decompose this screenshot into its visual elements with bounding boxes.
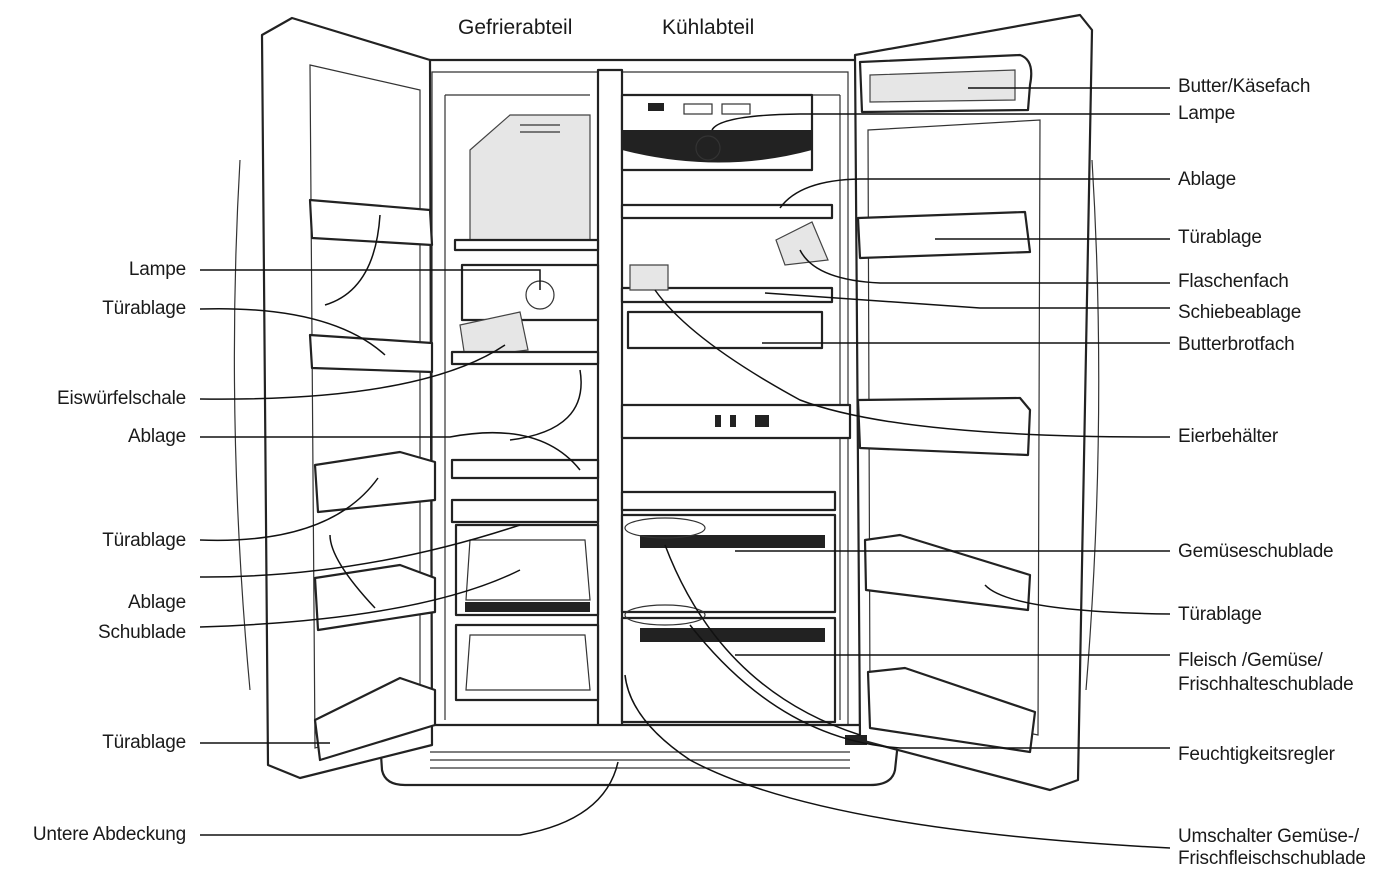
- freezer-door: [233, 16, 437, 780]
- label-umschalter-line2: Frischfleischschublade: [1178, 848, 1366, 869]
- label-lampe-right: Lampe: [1178, 103, 1236, 124]
- label-fleisch-line2: Frischhalteschublade: [1178, 674, 1354, 695]
- label-eiswuerfelschale: Eiswürfelschale: [57, 388, 186, 409]
- label-tuerablage-left-3: Türablage: [102, 732, 186, 753]
- label-ablage-left-1: Ablage: [128, 426, 186, 447]
- leader-lines-left: [199, 214, 619, 836]
- leader-lines-right: [624, 87, 1171, 849]
- label-flaschenfach: Flaschenfach: [1178, 271, 1289, 292]
- label-schublade: Schublade: [98, 622, 186, 643]
- freezer-compartment-heading: Gefrierabteil: [458, 16, 573, 39]
- label-eierbehaelter: Eierbehälter: [1178, 426, 1279, 447]
- fridge-interior: [620, 93, 867, 745]
- label-tuerablage-left-1: Türablage: [102, 298, 186, 319]
- fridge-compartment-heading: Kühlabteil: [662, 16, 755, 39]
- label-umschalter-line1: Umschalter Gemüse-/: [1178, 826, 1359, 847]
- label-feuchtigkeitsregler: Feuchtigkeitsregler: [1178, 744, 1335, 765]
- label-ablage-right: Ablage: [1178, 169, 1236, 190]
- label-untere-abdeckung: Untere Abdeckung: [32, 824, 186, 845]
- label-tuerablage-left-2: Türablage: [102, 530, 186, 551]
- label-ablage-left-2: Ablage: [128, 592, 186, 613]
- label-butter-kaesefach: Butter/Käsefach: [1178, 76, 1311, 97]
- label-schiebeablage: Schiebeablage: [1178, 302, 1302, 323]
- label-tuerablage-right-2: Türablage: [1178, 604, 1262, 625]
- fridge-door: [853, 13, 1100, 792]
- label-gemueseschublade: Gemüseschublade: [1178, 541, 1334, 562]
- label-lampe-left: Lampe: [128, 259, 186, 280]
- label-fleisch-line1: Fleisch /Gemüse/: [1178, 650, 1323, 671]
- label-tuerablage-right-1: Türablage: [1178, 227, 1262, 248]
- label-butterbrotfach: Butterbrotfach: [1178, 334, 1295, 355]
- freezer-interior: [450, 114, 600, 702]
- lower-cover-base: [378, 723, 900, 787]
